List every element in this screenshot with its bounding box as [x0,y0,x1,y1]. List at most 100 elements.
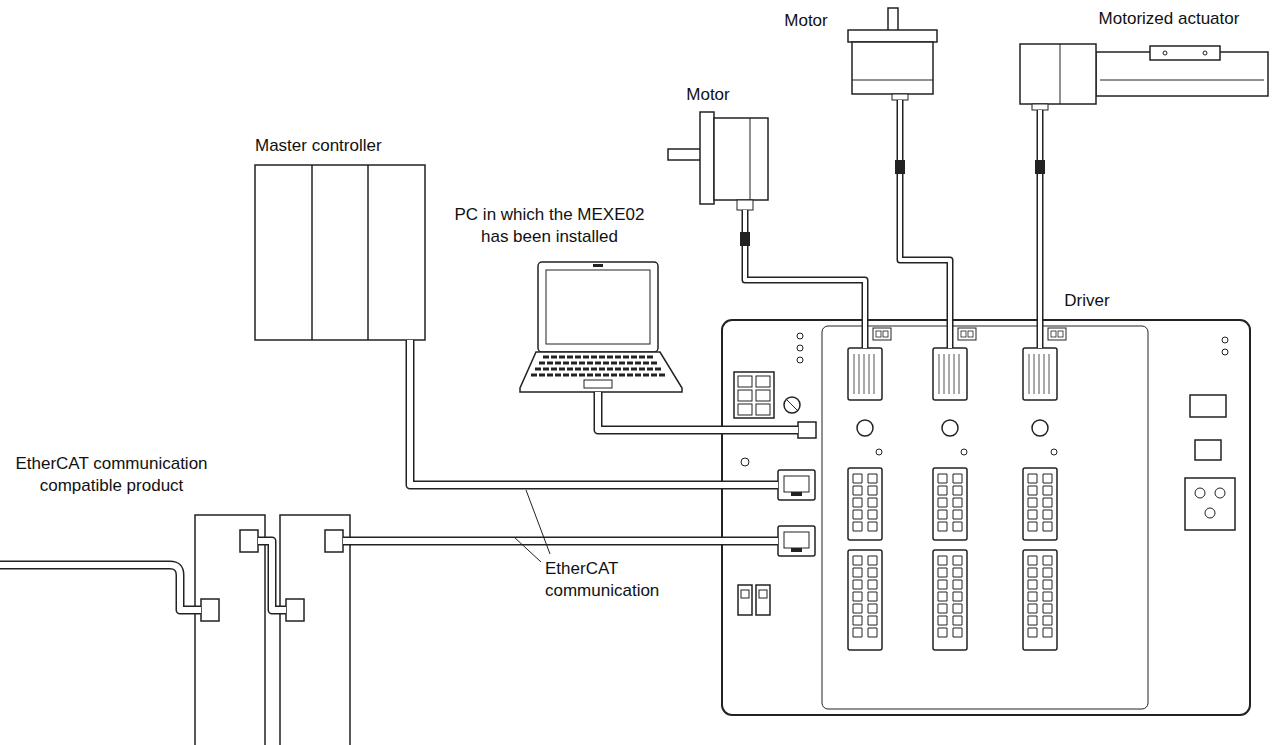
cable [350,541,722,542]
node-label: EtherCAT communication compatible produc… [4,453,219,497]
cable-core [350,538,722,544]
driver-housing [734,372,774,418]
stepping-motor [668,112,768,210]
stepping-motor [700,112,714,204]
driver-housing [797,357,803,363]
ethercat-device [201,599,219,621]
driver-housing [1215,488,1225,498]
cable-outline [900,100,950,320]
laptop-pc [593,264,603,267]
node-label: Motorized actuator [1070,8,1268,30]
driver-cable-stub [865,319,1040,348]
cable [745,210,865,320]
controller-box: Master controller [255,165,425,340]
pc-icon: PC in which the MEXE02 has been installe… [520,262,682,392]
driver-housing [784,397,800,413]
driver-housing [738,585,752,615]
driver-housing [1185,478,1235,530]
master-controller-unit [255,165,425,340]
driver-housing [787,400,797,410]
laptop-pc [539,362,657,365]
driver-housing [778,470,815,500]
driver-housing [738,390,752,401]
actuator-icon: Motorized actuator [1020,42,1268,110]
node-label: Driver [1052,290,1122,312]
driver-housing [741,590,749,598]
stepping-motor [848,30,937,42]
ethercat-device [280,515,350,745]
cable-core [410,340,722,485]
laptop-pc [584,380,612,388]
cable-connector [740,160,1045,246]
ethercat-device [240,530,258,552]
cable-connector [895,160,905,174]
ethercat-cable [0,541,352,610]
driver-housing [778,526,815,556]
motorized-actuator [1150,46,1220,60]
laptop-pc [531,374,665,377]
leader-line [526,490,550,554]
driver-housing [1023,328,1066,650]
cable [900,100,950,320]
driver-housing [848,328,891,650]
laptop-pc [535,368,661,371]
driver-housing [1195,440,1221,460]
motorized-actuator [1060,44,1061,104]
driver-housing [798,422,816,438]
stepping-motor [888,8,898,32]
driver-housing [741,458,749,466]
cable-outline [350,537,722,546]
cable-core [745,210,865,320]
motorized-actuator [1020,44,1268,110]
driver-housing [759,590,767,598]
cable-outline [745,210,865,320]
driver-housing [756,404,770,415]
driver-housing [1190,395,1226,417]
driver-housing [1222,337,1228,343]
driver-housing [756,376,770,387]
node-label: Motor [668,84,748,106]
cable-connector [1035,160,1045,174]
motor-icon: Motor [848,8,937,100]
master-controller-unit [311,165,313,340]
driver-box: Driver [722,320,1250,715]
driver-cable-stub [721,319,1040,541]
motorized-actuator [1203,51,1207,55]
node-label: Master controller [255,135,425,157]
laptop-pc [520,262,682,392]
cable [1040,110,1041,320]
ethercat-device [286,599,304,621]
driver-housing [1205,508,1215,518]
driver-cable-stub [721,430,798,541]
stepping-motor [737,200,753,210]
driver-housing [797,333,803,339]
stepping-motor [750,118,751,200]
stepping-motor [668,149,702,160]
driver-housing [722,320,1250,715]
cable [410,340,722,485]
label-holder: EtherCAT communication [545,558,685,602]
master-controller-unit [255,165,425,340]
driver-housing [822,326,1148,709]
motor-icon: Motor [668,112,770,210]
cable [598,392,722,430]
connector-group [350,100,1040,541]
driver-housing [756,585,770,615]
cable-core [900,100,950,320]
laptop-pc [520,352,682,392]
driver-housing [1195,488,1205,498]
leader-line [514,490,550,562]
driver-housing [756,390,770,401]
stepping-motor [852,42,933,94]
motorized-actuator [1020,44,1096,104]
laptop-pc [538,262,658,352]
cable-core [1038,110,1042,320]
node-label: Motor [774,10,838,32]
ethercat-device [325,530,343,552]
motorized-actuator [1100,80,1264,81]
driver-housing [1222,349,1228,355]
cable-core [598,392,722,430]
